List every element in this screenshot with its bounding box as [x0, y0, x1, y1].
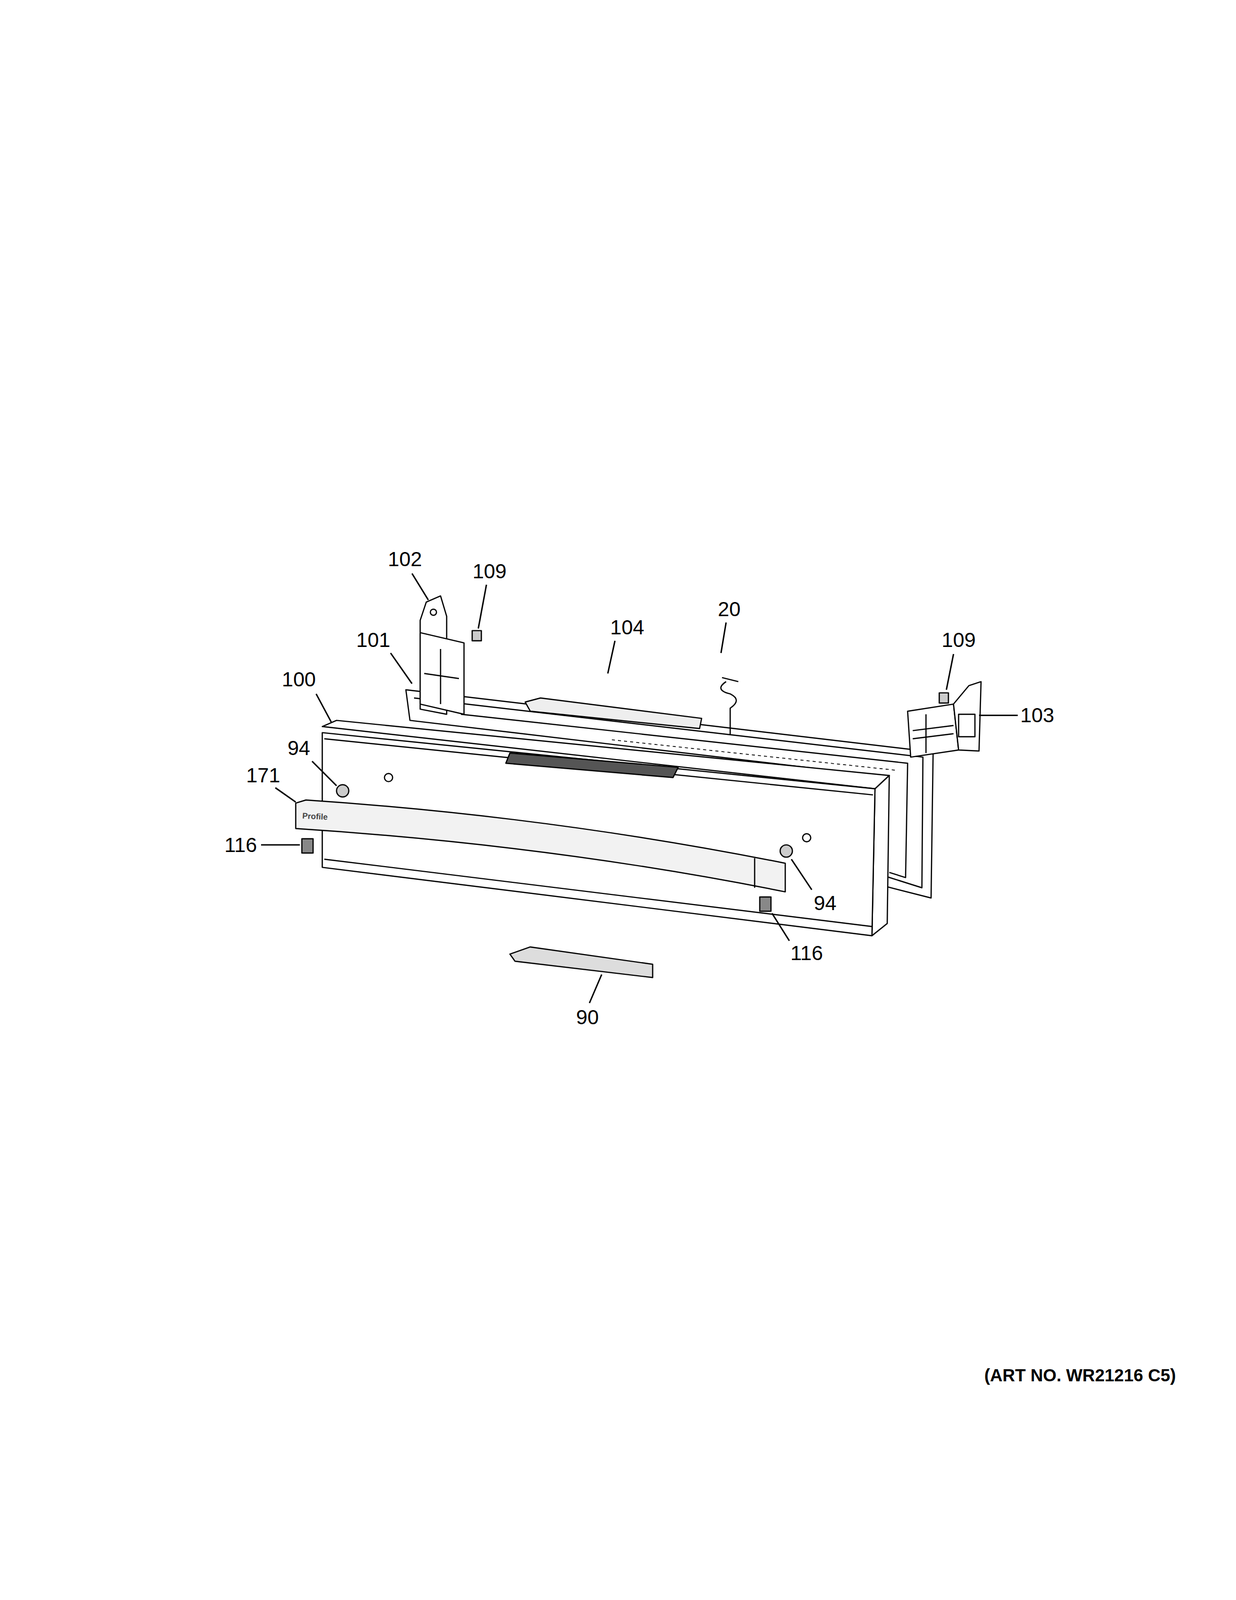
callout-number: 94: [813, 892, 837, 913]
callout-number: 171: [245, 764, 280, 786]
control-board-lower: [509, 946, 653, 978]
callout-number: 101: [356, 629, 391, 650]
callout-number: 116: [224, 834, 257, 855]
brand-logo: Profile: [302, 811, 329, 821]
screw: [472, 630, 949, 703]
door-handle: [295, 799, 786, 892]
callout-number: 103: [1020, 704, 1055, 726]
callout-number: 94: [287, 737, 311, 758]
control-board: [525, 697, 702, 729]
leader-line: [261, 573, 1018, 1003]
callout-number: 100: [281, 668, 316, 690]
callout-number: 109: [472, 560, 507, 582]
bumper: [336, 784, 793, 857]
hinge-right: [907, 681, 982, 758]
callout-number: 90: [576, 1006, 599, 1027]
spacer: [301, 838, 771, 911]
hinge-left: [420, 595, 465, 714]
callout-number: 102: [387, 548, 422, 570]
callout-number: 104: [610, 616, 645, 638]
callout-number: 20: [717, 598, 741, 620]
art-number: (ART NO. WR21216 C5): [984, 1366, 1176, 1384]
wire-harness: [721, 677, 739, 735]
callout-number: 116: [790, 942, 823, 963]
callout-number: 109: [941, 629, 976, 650]
